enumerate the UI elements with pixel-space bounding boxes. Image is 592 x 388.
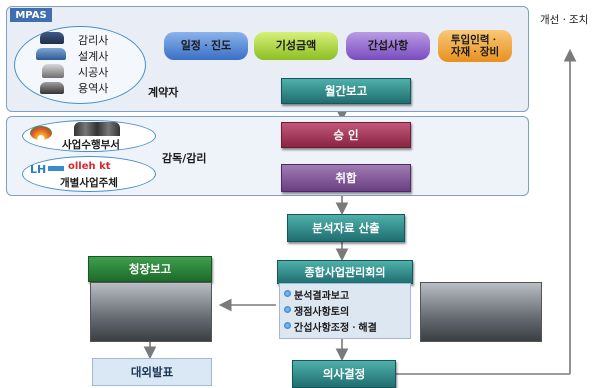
org1-label: 사업수행부서 bbox=[62, 139, 120, 151]
org2-logo-kt: olleh kt bbox=[68, 161, 111, 172]
person-icon bbox=[40, 82, 64, 94]
meeting-photo bbox=[420, 282, 542, 342]
feedback-label: 개선ㆍ조치 bbox=[540, 14, 589, 26]
aggregation-box: 취합 bbox=[281, 164, 411, 192]
interference-cylinder: 간섭사항 bbox=[346, 32, 430, 60]
org2-logo-lh: LH bbox=[30, 163, 47, 176]
meeting-title-box: 종합사업관리회의 bbox=[277, 260, 413, 284]
contractor-3: 시공사 bbox=[78, 66, 109, 79]
meeting-item-3-icon bbox=[284, 322, 291, 329]
analysis-box: 분석자료 산출 bbox=[287, 214, 405, 242]
supervision-caption: 감독/감리 bbox=[162, 152, 207, 165]
resources-cylinder: 투입인력ㆍ 자재ㆍ장비 bbox=[438, 30, 512, 62]
meeting-item-1: 분석결과보고 bbox=[294, 291, 350, 302]
monthly-report-box: 월간보고 bbox=[281, 78, 411, 104]
contractor-1: 감리사 bbox=[78, 34, 109, 47]
approval-box: 승 인 bbox=[281, 122, 411, 148]
mpas-label: MPAS bbox=[10, 8, 52, 22]
external-announcement-box: 대외발표 bbox=[92, 358, 212, 386]
ceo-report-box: 청장보고 bbox=[88, 256, 212, 282]
decision-box: 의사결정 bbox=[292, 360, 396, 388]
meeting-item-2: 쟁점사항토의 bbox=[294, 307, 350, 318]
person-icon bbox=[36, 48, 66, 60]
org1-people-icon bbox=[74, 122, 120, 136]
person-icon bbox=[42, 64, 64, 78]
contractors-ellipse bbox=[14, 26, 146, 104]
org2-ellipse bbox=[22, 156, 156, 192]
contractor-icons bbox=[36, 32, 72, 96]
person-icon bbox=[40, 32, 64, 44]
org2-logo-subtext bbox=[48, 166, 64, 171]
contractor-2: 설계사 bbox=[78, 50, 109, 63]
schedule-progress-cylinder: 일정ㆍ진도 bbox=[164, 32, 248, 60]
meeting-item-1-icon bbox=[284, 290, 291, 297]
contractor-4: 용역사 bbox=[78, 82, 109, 95]
meeting-item-3: 간섭사항조정ㆍ해결 bbox=[294, 323, 377, 334]
contractors-caption: 계약자 bbox=[148, 86, 179, 99]
meeting-item-2-icon bbox=[284, 306, 291, 313]
org1-logo-icon bbox=[30, 126, 52, 140]
ceo-report-photo bbox=[90, 282, 212, 342]
meeting-agenda bbox=[279, 283, 411, 339]
org2-label: 개별사업주체 bbox=[60, 177, 118, 189]
progress-payment-cylinder: 기성금액 bbox=[254, 32, 338, 60]
